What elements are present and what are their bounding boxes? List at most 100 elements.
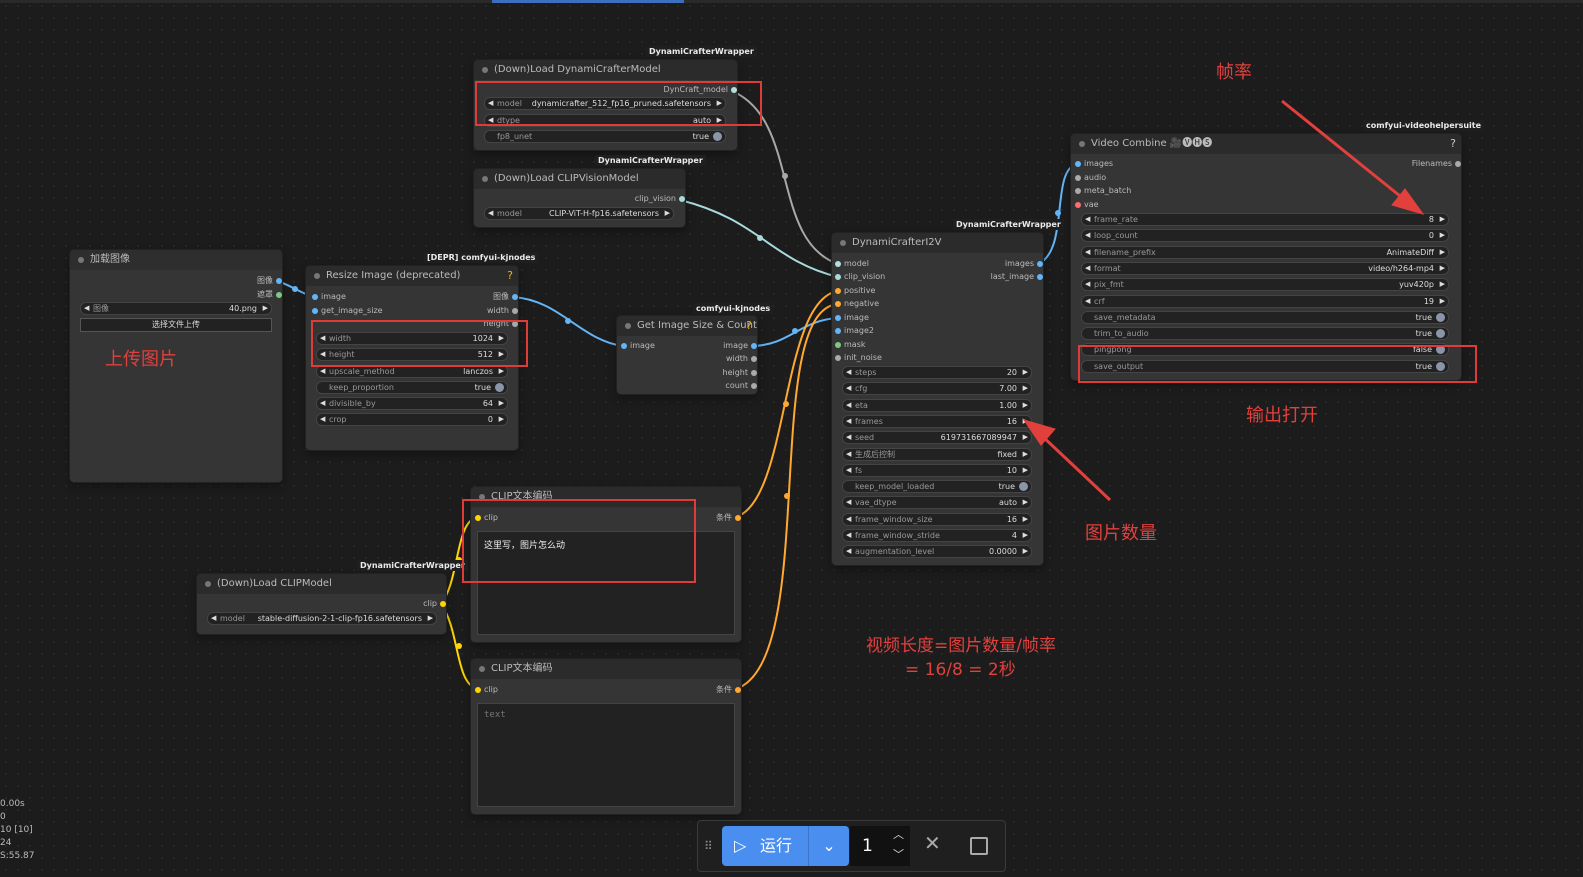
arrow-right-icon[interactable]: ▶ (1439, 247, 1445, 256)
arrow-left-icon[interactable]: ◀ (1085, 263, 1091, 272)
output-image[interactable]: 图像 (493, 292, 518, 302)
chevron-down-icon[interactable]: ﹀ (893, 848, 904, 861)
arrow-left-icon[interactable]: ◀ (1085, 247, 1091, 256)
input-init-noise[interactable]: init_noise (835, 353, 882, 363)
load-image-node[interactable]: 加载图像 图像 遮罩 ◀ 图像 40.png ▶ 选择文件上传 (70, 250, 282, 482)
output-mask[interactable]: 遮罩 (257, 290, 282, 300)
input-image2[interactable]: image2 (835, 326, 874, 336)
arrow-left-icon[interactable]: ◀ (846, 384, 852, 393)
arrow-right-icon[interactable]: ▶ (1022, 368, 1028, 376)
arrow-left-icon[interactable]: ◀ (846, 514, 852, 523)
arrow-left-icon[interactable]: ◀ (846, 416, 852, 425)
output-filenames[interactable]: Filenames (1412, 159, 1461, 169)
run-button[interactable]: ▷ 运行 (722, 826, 808, 866)
output-image[interactable]: 图像 (257, 276, 282, 286)
image-combo[interactable]: ◀ 图像 40.png ▶ (80, 302, 272, 315)
node-title[interactable]: CLIP文本编码 (471, 487, 741, 507)
output-image[interactable]: image (723, 341, 757, 351)
load-clipvision-node[interactable]: (Down)Load CLIPVisionModel clip_vision ◀… (474, 169, 685, 227)
input-images[interactable]: images (1075, 159, 1113, 169)
clip-text-encode-negative-node[interactable]: CLIP文本编码 clip 条件 text (471, 659, 741, 814)
help-icon[interactable]: ? (507, 269, 513, 282)
node-title[interactable]: CLIP文本编码 (471, 659, 741, 679)
arrow-left-icon[interactable]: ◀ (846, 465, 852, 474)
node-title[interactable]: 加载图像 (70, 250, 282, 270)
input-clip[interactable]: clip (475, 685, 498, 695)
arrow-left-icon[interactable]: ◀ (1085, 215, 1091, 223)
clip-text-encode-positive-node[interactable]: CLIP文本编码 clip 条件 这里写，图片怎么动 (471, 487, 741, 642)
input-image[interactable]: image (621, 341, 655, 351)
arrow-right-icon[interactable]: ▶ (1439, 296, 1445, 305)
help-icon[interactable]: ? (746, 319, 752, 332)
output-last-image[interactable]: last_image (991, 272, 1043, 282)
help-icon[interactable]: ? (1450, 137, 1456, 150)
arrow-left-icon[interactable]: ◀ (846, 547, 852, 556)
input-model[interactable]: model (835, 259, 869, 269)
drag-handle-icon[interactable]: ⠿ (704, 839, 713, 853)
prompt-textarea[interactable]: 这里写，图片怎么动 (477, 531, 735, 635)
arrow-right-icon[interactable]: ▶ (1022, 465, 1028, 474)
input-image[interactable]: image (312, 292, 346, 302)
chevron-up-icon[interactable]: ︿ (893, 828, 904, 841)
input-vae[interactable]: vae (1075, 200, 1099, 210)
output-count[interactable]: count (725, 381, 757, 391)
arrow-right-icon[interactable]: ▶ (1022, 449, 1028, 458)
arrow-left-icon[interactable]: ◀ (846, 433, 852, 442)
load-dynamicrafter-node[interactable]: (Down)Load DynamiCrafterModel DynCraft_m… (474, 60, 737, 150)
output-images[interactable]: images (1005, 259, 1043, 269)
arrow-right-icon[interactable]: ▶ (1022, 400, 1028, 409)
arrow-left-icon[interactable]: ◀ (1085, 231, 1091, 240)
node-title[interactable]: (Down)Load DynamiCrafterModel (474, 60, 737, 80)
arrow-right-icon[interactable]: ▶ (1022, 531, 1028, 539)
arrow-right-icon[interactable]: ▶ (1439, 280, 1445, 289)
input-negative[interactable]: negative (835, 299, 879, 309)
arrow-left-icon[interactable]: ◀ (846, 400, 852, 409)
arrow-right-icon[interactable]: ▶ (262, 304, 268, 312)
arrow-right-icon[interactable]: ▶ (1022, 433, 1028, 442)
video-combine-node[interactable]: Video Combine 🎥🅥🅗🅢? images audio meta_ba… (1071, 134, 1461, 380)
run-options-button[interactable]: ⌄ (808, 826, 849, 866)
input-get-image-size[interactable]: get_image_size (312, 306, 383, 316)
output-conditioning[interactable]: 条件 (716, 685, 741, 695)
input-meta-batch[interactable]: meta_batch (1075, 186, 1131, 196)
output-clip-vision[interactable]: clip_vision (635, 194, 685, 204)
upload-button[interactable]: 选择文件上传 (80, 318, 272, 332)
input-clip-vision[interactable]: clip_vision (835, 272, 885, 282)
arrow-left-icon[interactable]: ◀ (1085, 280, 1091, 289)
output-width[interactable]: width (726, 354, 757, 364)
arrow-left-icon[interactable]: ◀ (846, 449, 852, 458)
arrow-right-icon[interactable]: ▶ (1022, 384, 1028, 393)
node-title[interactable]: (Down)Load CLIPModel (197, 574, 446, 594)
output-height[interactable]: height (723, 368, 757, 378)
node-title[interactable]: (Down)Load CLIPVisionModel (474, 169, 685, 189)
input-positive[interactable]: positive (835, 286, 875, 296)
input-image[interactable]: image (835, 313, 869, 323)
arrow-left-icon[interactable]: ◀ (846, 368, 852, 376)
input-mask[interactable]: mask (835, 340, 866, 350)
output-conditioning[interactable]: 条件 (716, 513, 741, 523)
output-clip[interactable]: clip (423, 599, 446, 609)
stop-icon[interactable] (970, 837, 988, 855)
arrow-right-icon[interactable]: ▶ (1439, 215, 1445, 223)
